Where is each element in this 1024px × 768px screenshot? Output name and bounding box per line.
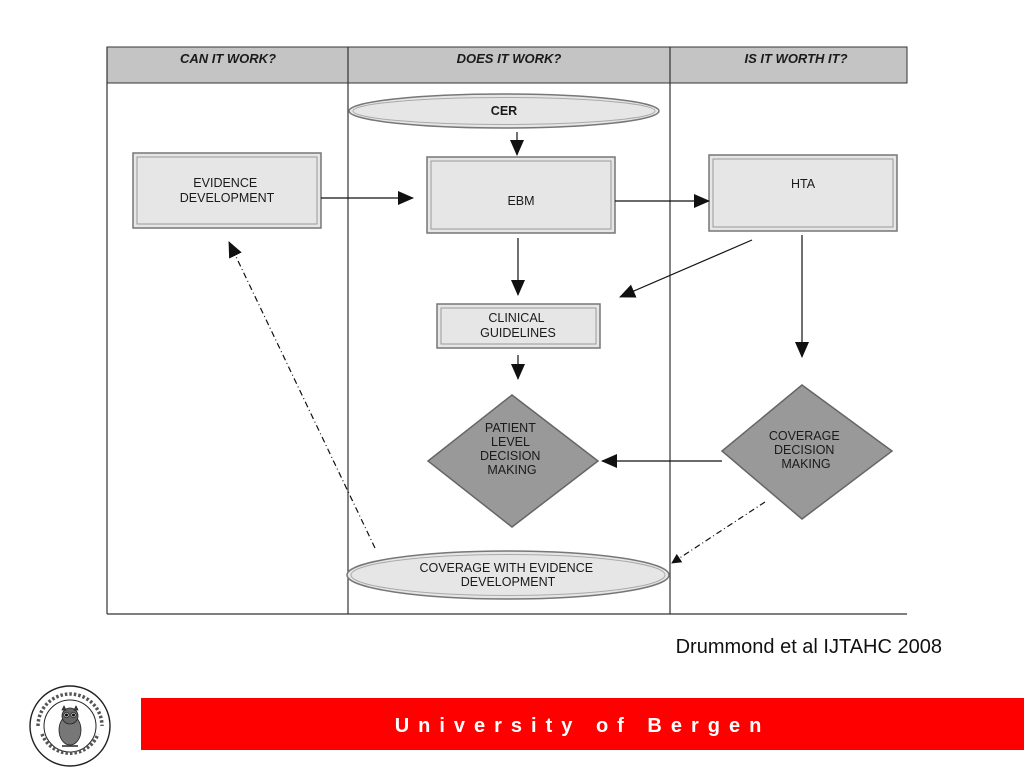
clinical-guidelines-label-line1: CLINICAL bbox=[488, 311, 544, 325]
svg-text:CLINICAL GUIDELINES: CLINICAL GUIDELINES bbox=[480, 311, 556, 340]
evidence-development-label-line2: DEVELOPMENT bbox=[180, 191, 275, 205]
svg-text:PATIENT LEVEL DECI: PATIENT LEVEL DECISION MAKING bbox=[480, 421, 544, 477]
owl-icon bbox=[58, 705, 82, 747]
patient-level-label-line2: LEVEL bbox=[491, 435, 530, 449]
dashed-arrow-coverage-to-cwed bbox=[671, 501, 766, 564]
cwed-label-line1: COVERAGE WITH EVIDENCE bbox=[419, 561, 593, 575]
svg-text:EVIDENCE DEVELOPMENT: EVIDENCE DEVELOPMENT bbox=[180, 176, 275, 205]
footer-bar: University of Bergen bbox=[141, 698, 1024, 750]
cer-node: CER bbox=[348, 93, 660, 129]
patient-level-label-line4: MAKING bbox=[487, 463, 536, 477]
column-title-does-it-work: DOES IT WORK? bbox=[457, 51, 562, 66]
dashed-arrow-cwed-to-evidence bbox=[228, 241, 376, 549]
evidence-development-node: EVIDENCE DEVELOPMENT bbox=[132, 152, 322, 229]
column-title-is-it-worth-it: IS IT WORTH IT? bbox=[744, 51, 847, 66]
arrow-hta-to-guidelines bbox=[619, 239, 753, 298]
coverage-decision-making-node: COVERAGE DECISION MAKING bbox=[720, 384, 894, 520]
svg-text:COVERAGE DECISION: COVERAGE DECISION MAKING bbox=[769, 429, 843, 471]
coverage-decision-label-line1: COVERAGE bbox=[769, 429, 840, 443]
ebm-node: EBM bbox=[426, 156, 616, 234]
patient-level-label-line1: PATIENT bbox=[485, 421, 536, 435]
clinical-guidelines-label-line2: GUIDELINES bbox=[480, 326, 556, 340]
ebm-label: EBM bbox=[507, 194, 534, 208]
coverage-decision-label-line3: MAKING bbox=[781, 457, 830, 471]
university-seal-logo bbox=[29, 685, 111, 767]
hta-node: HTA bbox=[708, 154, 898, 232]
svg-text:COVERAGE WITH EVIDENCE D: COVERAGE WITH EVIDENCE DEVELOPMENT bbox=[419, 561, 596, 589]
swimlane-table: CAN IT WORK? DOES IT WORK? IS IT WORTH I… bbox=[106, 46, 908, 615]
patient-level-decision-making-node: PATIENT LEVEL DECISION MAKING bbox=[426, 394, 600, 528]
clinical-guidelines-node: CLINICAL GUIDELINES bbox=[436, 303, 601, 349]
header-row bbox=[106, 46, 908, 84]
column-title-can-it-work: CAN IT WORK? bbox=[180, 51, 276, 66]
university-name: University of Bergen bbox=[394, 715, 771, 737]
citation: Drummond et al IJTAHC 2008 bbox=[675, 636, 942, 658]
coverage-decision-label-line2: DECISION bbox=[774, 443, 834, 457]
connectors bbox=[228, 132, 809, 564]
evidence-development-label-line1: EVIDENCE bbox=[193, 176, 257, 190]
cer-label: CER bbox=[491, 104, 517, 118]
patient-level-label-line3: DECISION bbox=[480, 449, 540, 463]
coverage-with-evidence-development-node: COVERAGE WITH EVIDENCE DEVELOPMENT bbox=[346, 550, 670, 600]
hta-label: HTA bbox=[791, 177, 816, 191]
cwed-label-line2: DEVELOPMENT bbox=[461, 575, 556, 589]
